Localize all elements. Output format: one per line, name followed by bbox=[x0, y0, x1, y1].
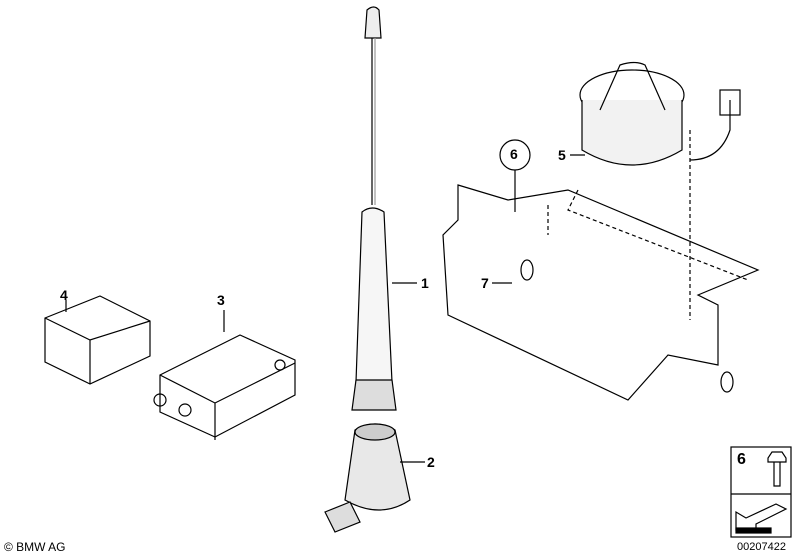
antenna-rod bbox=[351, 6, 397, 411]
legend-number: 6 bbox=[737, 451, 746, 468]
amplifier-3 bbox=[153, 334, 296, 440]
callout-6: 6 bbox=[510, 146, 518, 162]
callout-5: 5 bbox=[558, 147, 566, 163]
antenna-base bbox=[324, 423, 411, 533]
callout-2: 2 bbox=[427, 454, 435, 470]
diagram-code: 00207422 bbox=[737, 541, 786, 553]
copyright: © BMW AG bbox=[4, 540, 66, 554]
legend-box bbox=[730, 446, 792, 538]
speaker-5 bbox=[579, 61, 741, 166]
callout-1: 1 bbox=[421, 275, 429, 291]
bracket-7 bbox=[442, 130, 760, 401]
callout-7: 7 bbox=[481, 275, 489, 291]
callout-4: 4 bbox=[60, 287, 68, 303]
control-unit-4 bbox=[44, 295, 151, 385]
leader-lines bbox=[65, 154, 585, 463]
callout-3: 3 bbox=[217, 292, 225, 308]
